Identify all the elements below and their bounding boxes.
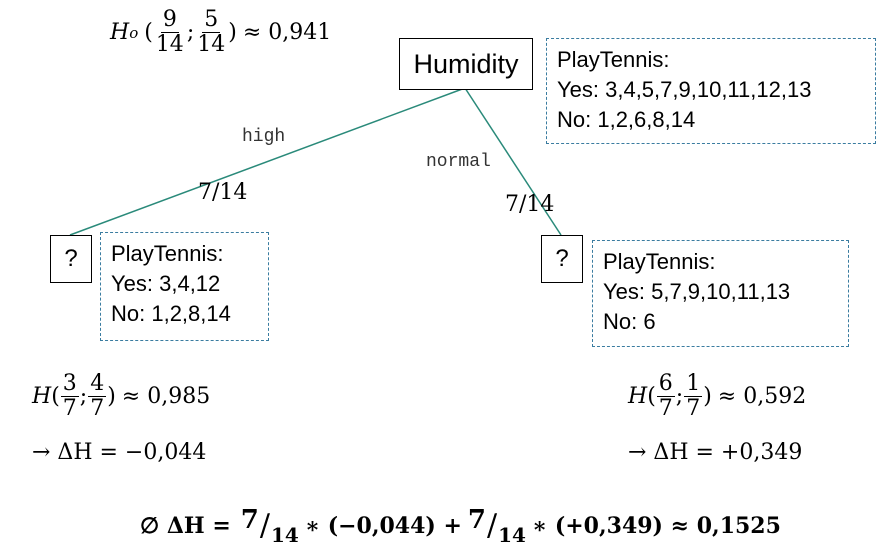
normal-info-title: PlayTennis: [603, 249, 716, 274]
entropy-symbol: H [110, 20, 130, 45]
high-entropy-result: ≈ 0,985 [121, 384, 211, 409]
summary-weight-1: 7/14 [240, 505, 299, 547]
summary-formula: ∅ ΔH = 7/14 ∗ (−0,044) + 7/14 ∗ (+0,349)… [140, 505, 781, 547]
edge-normal [464, 87, 562, 236]
edge-high [69, 87, 466, 236]
edge-label-normal: normal [426, 152, 491, 172]
root-info-title: PlayTennis: [557, 47, 670, 72]
leaf-node-normal: ? [541, 235, 583, 283]
normal-info-yes: Yes: 5,7,9,10,11,13 [603, 279, 791, 304]
leaf-node-high: ? [50, 235, 92, 283]
high-info-yes: Yes: 3,4,12 [111, 271, 221, 296]
high-info-title: PlayTennis: [111, 241, 224, 266]
normal-info-box: PlayTennis: Yes: 5,7,9,10,11,13 No: 6 [592, 240, 849, 347]
entropy-subscript: o [129, 23, 139, 42]
root-node-label: Humidity [413, 48, 519, 79]
root-info-box: PlayTennis: Yes: 3,4,5,7,9,10,11,12,13 N… [546, 38, 876, 144]
root-info-no: No: 1,2,6,8,14 [557, 107, 696, 132]
summary-weight-2: 7/14 [467, 505, 526, 547]
high-info-box: PlayTennis: Yes: 3,4,12 No: 1,2,8,14 [100, 232, 269, 341]
root-info-yes: Yes: 3,4,5,7,9,10,11,12,13 [557, 77, 812, 102]
leaf-node-high-label: ? [64, 245, 78, 272]
summary-term-2: ∗ (+0,349) ≈ 0,1525 [531, 512, 781, 539]
summary-term-1: ∗ (−0,044) + [304, 512, 462, 539]
normal-delta: → ΔH = +0,349 [628, 440, 803, 465]
leaf-node-normal-label: ? [555, 245, 569, 272]
high-delta: → ΔH = −0,044 [32, 440, 207, 465]
root-node-humidity: Humidity [399, 38, 533, 90]
summary-prefix: ∅ ΔH = [140, 512, 231, 539]
high-info-no: No: 1,2,8,14 [111, 301, 231, 326]
weight-label-high: 7/14 [198, 180, 248, 205]
edge-label-high: high [242, 127, 286, 147]
weight-label-normal: 7/14 [505, 192, 555, 217]
root-entropy-result: ≈ 0,941 [242, 20, 332, 45]
normal-info-no: No: 6 [603, 309, 656, 334]
normal-entropy-result: ≈ 0,592 [717, 384, 807, 409]
